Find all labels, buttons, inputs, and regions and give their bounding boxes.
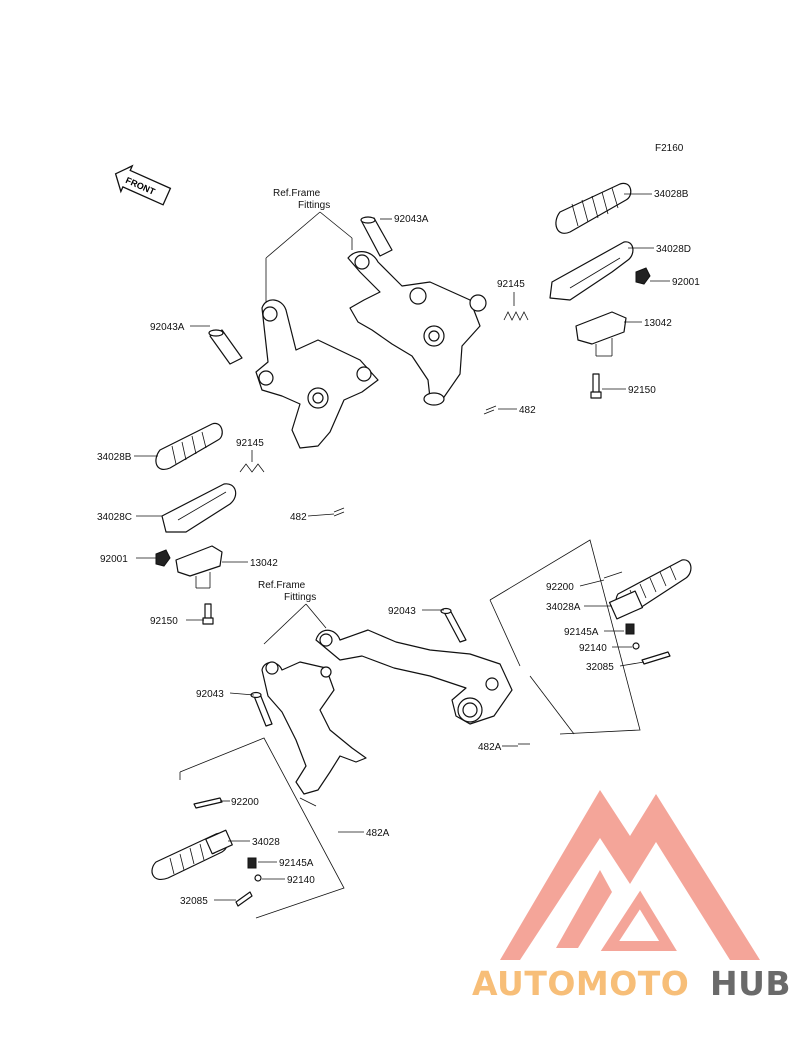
- rear-left-bracket: [261, 661, 367, 795]
- label-92200-left: 92200: [231, 797, 259, 808]
- label-34028A: 34028A: [546, 602, 581, 613]
- front-arrow-icon: FRONT: [114, 164, 172, 206]
- label-482A-right: 482A: [478, 742, 502, 753]
- label-92145A-left: 92145A: [279, 858, 314, 869]
- left-pin-92043A: [208, 329, 243, 365]
- rear-right-spring-92145A: [625, 623, 635, 635]
- label-92001-right: 92001: [672, 277, 700, 288]
- front-label: FRONT: [124, 175, 157, 197]
- label-92200-right: 92200: [546, 582, 574, 593]
- rear-left-pin-32085: [235, 891, 253, 907]
- label-92043A-left: 92043A: [150, 322, 185, 333]
- rear-left-pin-92200: [193, 797, 223, 809]
- label-92145-right: 92145: [497, 279, 525, 290]
- label-482-left: 482: [290, 512, 307, 523]
- right-bolt-92001: [635, 267, 651, 285]
- ref-frame-label-lower: Ref.Frame: [258, 580, 306, 591]
- right-footrest-bracket: [347, 251, 487, 406]
- rear-right-ball-92140: [632, 642, 640, 650]
- labels: 92043A 34028B 34028D 92145 92001 13042 9…: [97, 189, 700, 907]
- label-482-right: 482: [519, 405, 536, 416]
- label-32085-right: 32085: [586, 662, 614, 673]
- rear-right-bracket: [315, 629, 513, 725]
- rear-left-footpeg-34028: [151, 829, 233, 880]
- right-footpeg-rubber: [555, 182, 632, 234]
- label-92043-left: 92043: [196, 689, 224, 700]
- diagram-code: F2160: [655, 143, 684, 154]
- label-34028: 34028: [252, 837, 280, 848]
- label-92140-left: 92140: [287, 875, 315, 886]
- label-92145-left: 92145: [236, 438, 264, 449]
- label-92150-left: 92150: [150, 616, 178, 627]
- right-spring-92145: [503, 311, 529, 321]
- label-34028B-left: 34028B: [97, 452, 132, 463]
- right-cover-13042: [575, 311, 627, 357]
- label-92150-right: 92150: [628, 385, 656, 396]
- rear-left-spring-92145A: [247, 857, 257, 869]
- label-92043-right: 92043: [388, 606, 416, 617]
- left-footrest-bracket: [255, 299, 379, 449]
- left-cover-13042: [175, 545, 223, 589]
- label-92145A-right: 92145A: [564, 627, 599, 638]
- ref-frame-fittings-upper: Fittings: [298, 200, 330, 211]
- label-34028B-right: 34028B: [654, 189, 689, 200]
- right-pin-92043A: [360, 216, 393, 257]
- ref-frame-label-upper: Ref.Frame: [273, 188, 321, 199]
- label-13042-right: 13042: [644, 318, 672, 329]
- brand-text-hub: HUB: [710, 964, 791, 1003]
- left-bolt-92150: [202, 603, 214, 625]
- right-footpeg-34028D: [549, 241, 634, 301]
- right-bolt-92150: [590, 373, 602, 399]
- label-13042-left: 13042: [250, 558, 278, 569]
- rear-right-pin-92043: [440, 607, 467, 643]
- label-482A-left: 482A: [366, 828, 390, 839]
- brand-text-automoto: AUTOMOTO: [472, 964, 689, 1003]
- rear-right-pin-32085: [641, 651, 671, 665]
- label-92001-left: 92001: [100, 554, 128, 565]
- automotohub-logo: AUTOMOTO HUB: [472, 790, 791, 1003]
- label-34028D: 34028D: [656, 244, 691, 255]
- left-spring-92145: [239, 463, 265, 473]
- left-bolt-92001: [155, 549, 171, 567]
- label-34028C: 34028C: [97, 512, 132, 523]
- label-32085-left: 32085: [180, 896, 208, 907]
- left-footpeg-rubber: [155, 422, 223, 470]
- label-92140-right: 92140: [579, 643, 607, 654]
- left-footpeg-34028C: [161, 483, 237, 533]
- rear-right-footpeg-34028A: [608, 559, 692, 620]
- rear-left-ball-92140: [254, 874, 262, 882]
- rear-left-pin-92043: [250, 691, 273, 727]
- ref-frame-fittings-lower: Fittings: [284, 592, 316, 603]
- label-92043A-top: 92043A: [394, 214, 429, 225]
